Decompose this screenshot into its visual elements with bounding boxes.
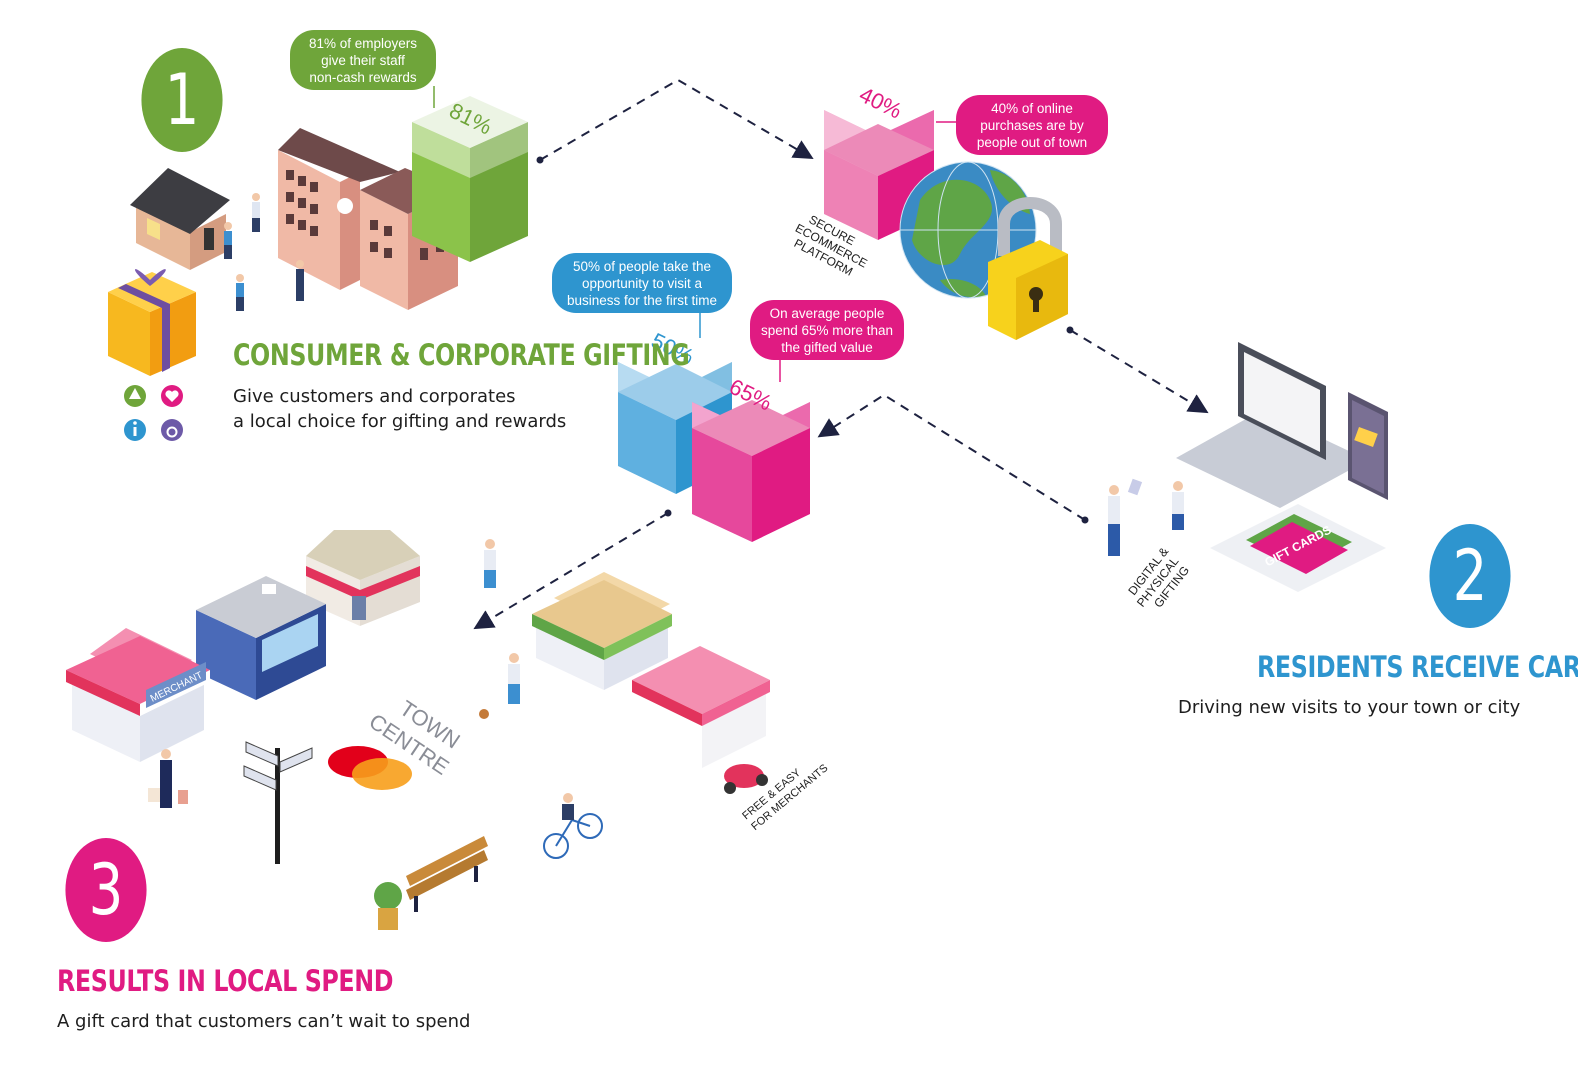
gift-box-icon <box>108 269 196 376</box>
stat-spend-more-line-2: spend 65% more than <box>760 322 894 338</box>
signpost-illustration <box>243 741 313 864</box>
pink-shop <box>632 646 770 768</box>
flow-arrows <box>473 78 1209 630</box>
stat-first-time-line-2: opportunity to visit a <box>581 275 703 291</box>
stat-online-line-3: people out of town <box>976 134 1088 150</box>
stat-40-value: 40% <box>855 82 906 124</box>
kiosk-shop <box>306 530 420 626</box>
arrow-bars-to-town <box>473 512 669 630</box>
stat-online-line-1: 40% of online <box>991 100 1073 116</box>
step-1-description: Give customers and corporates a local ch… <box>233 384 566 434</box>
step-3-number: 3 <box>65 838 147 942</box>
tree-icon <box>124 385 146 407</box>
stat-first-time-line-3: business for the first time <box>566 292 718 308</box>
stat-employers-line-1: 81% of employers <box>308 35 418 51</box>
bench-illustration <box>406 836 488 912</box>
arrow-gifting-to-bars <box>817 393 1086 521</box>
step-2-heading: RESIDENTS RECEIVE CARDS <box>1257 650 1578 684</box>
step-1-description-line-1: Give customers and corporates <box>233 386 516 407</box>
gift-cards-illustration: GIFT CARDS <box>1210 504 1386 592</box>
people-group-3 <box>148 539 574 820</box>
striped-awning-shop <box>532 572 672 690</box>
blue-shop <box>196 576 326 700</box>
stat-spend-more-line-1: On average people <box>769 305 885 321</box>
step-2-number: 2 <box>1429 524 1511 628</box>
people-group-1 <box>224 193 304 311</box>
stat-employers-line-3: non-cash rewards <box>309 69 417 85</box>
stat-spend-more-bubble: On average people spend 65% more than th… <box>750 300 904 360</box>
people-group-2 <box>1108 478 1184 556</box>
stat-first-time-bubble: 50% of people take the opportunity to vi… <box>552 253 732 313</box>
padlock-icon <box>988 197 1068 340</box>
arrow-1-to-platform <box>539 78 814 161</box>
house-illustration <box>130 168 230 270</box>
info-icon <box>124 419 146 441</box>
ring-icon <box>161 419 183 441</box>
phone-icon <box>1348 392 1388 500</box>
plant-illustration <box>374 882 402 930</box>
heart-icon <box>161 385 183 407</box>
laptop-icon <box>1176 342 1368 508</box>
step-1-number: 1 <box>141 48 223 152</box>
stat-spend-more-line-3: the gifted value <box>781 339 873 355</box>
gifting-label: DIGITAL & PHYSICAL GIFTING <box>1125 545 1192 611</box>
step-3-heading: RESULTS IN LOCAL SPEND <box>57 964 394 998</box>
merchant-shop: MERCHANT <box>66 628 210 762</box>
stat-block-65: 65% <box>692 354 810 542</box>
stat-online-line-2: purchases are by <box>980 117 1084 133</box>
step-3-description: A gift card that customers can’t wait to… <box>57 1011 471 1032</box>
merchants-label: FREE & EASY FOR MERCHANTS <box>740 762 830 833</box>
stat-first-time-line-1: 50% of people take the <box>572 258 712 274</box>
step-1-heading: CONSUMER & CORPORATE GIFTING <box>233 338 690 372</box>
card-logo-icon <box>328 746 412 790</box>
step-2-description: Driving new visits to your town or city <box>1178 697 1521 718</box>
stat-employers-bubble: 81% of employers give their staff non-ca… <box>290 30 436 90</box>
arrow-platform-to-devices <box>1069 329 1209 414</box>
stat-employers-line-2: give their staff <box>321 52 405 68</box>
bicycle-illustration <box>543 813 603 859</box>
step-1-description-line-2: a local choice for gifting and rewards <box>233 411 567 432</box>
stat-online-bubble: 40% of online purchases are by people ou… <box>956 95 1108 155</box>
scooter-illustration <box>724 764 768 794</box>
stat-block-81: 81% <box>412 86 528 262</box>
